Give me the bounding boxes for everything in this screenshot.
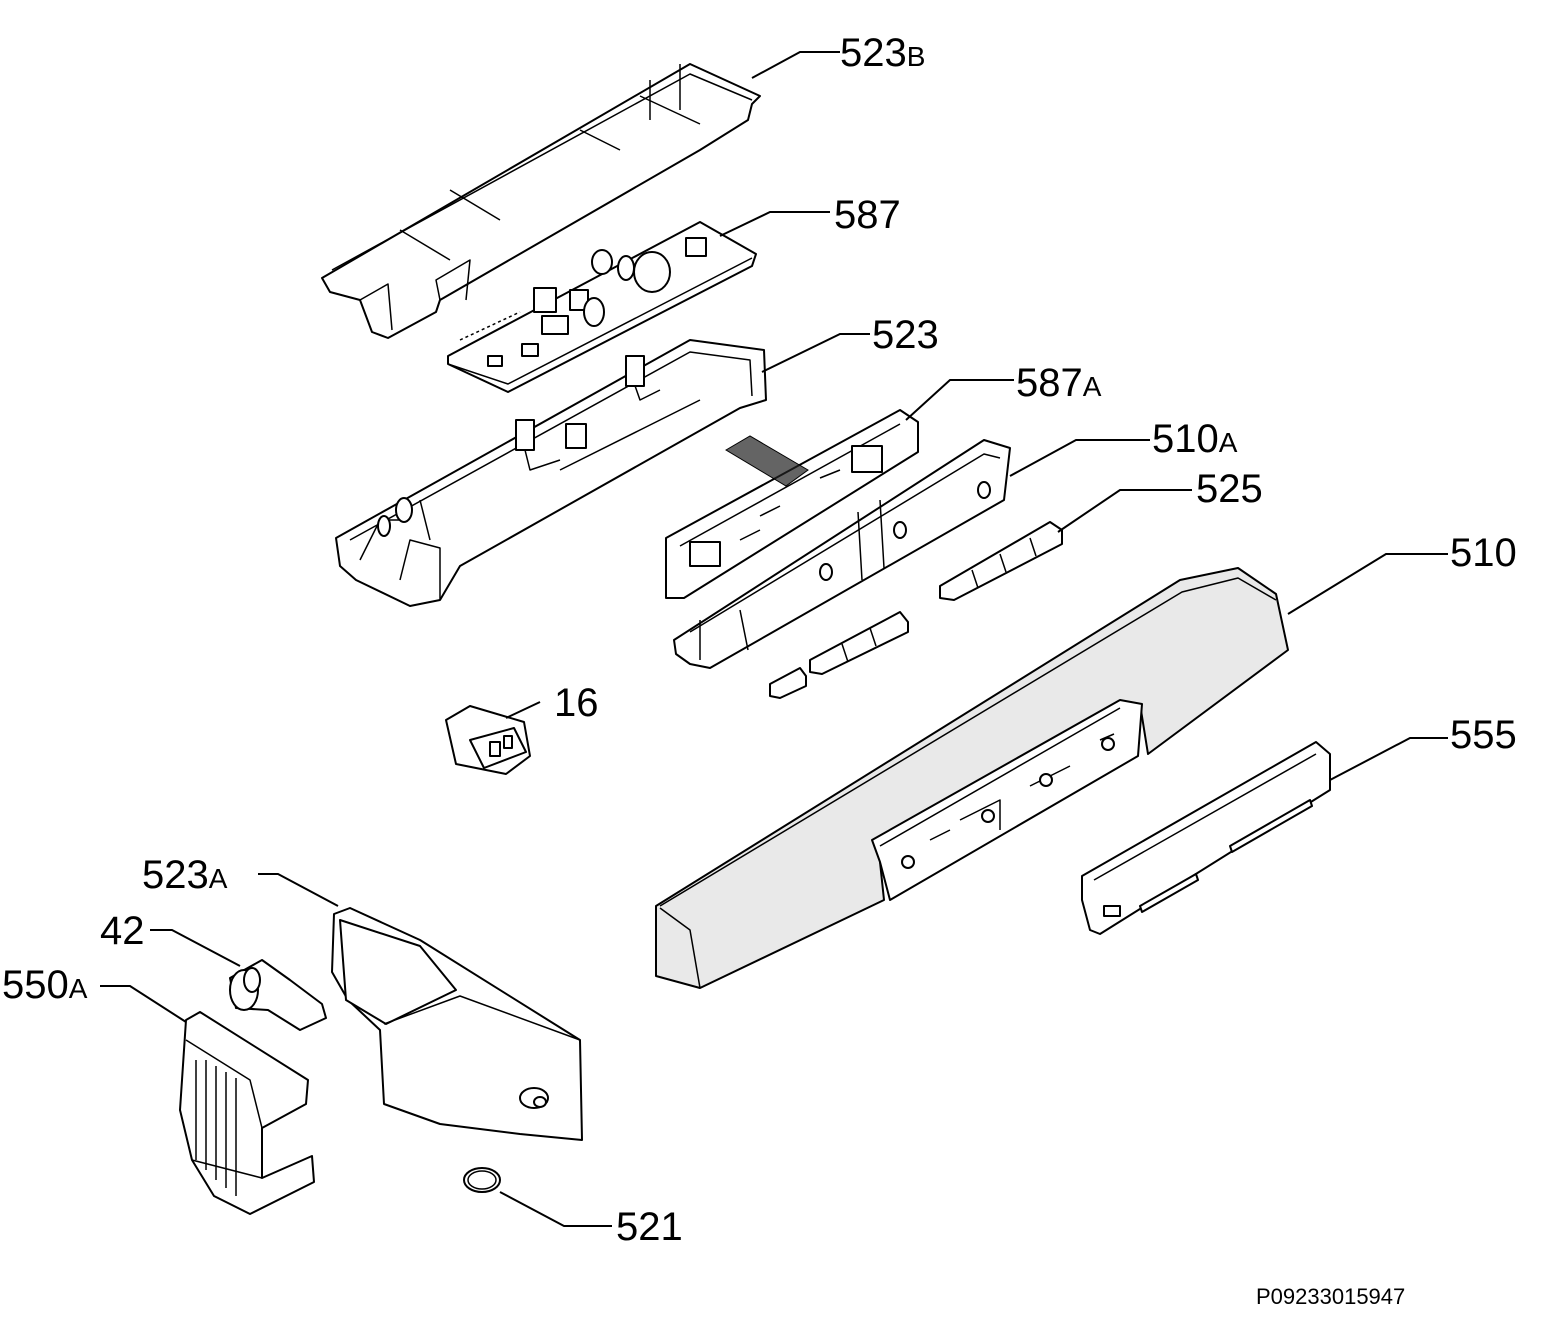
part-587-pcb	[447, 221, 757, 393]
callout-523b: 523B	[840, 31, 925, 75]
callout-525: 525	[1196, 467, 1263, 511]
part-555-strip	[1081, 741, 1331, 935]
part-587a-display-board	[665, 409, 919, 599]
callout-555: 555	[1450, 713, 1517, 757]
callout-523: 523	[872, 313, 939, 357]
part-523b-top-cover	[321, 63, 761, 339]
part-523-housing	[335, 339, 767, 607]
callout-587a: 587A	[1016, 361, 1102, 405]
leader-lines	[100, 51, 1448, 1227]
callout-587: 587	[834, 193, 901, 237]
part-550a-end-cap	[179, 1011, 315, 1215]
part-510-front-panel	[655, 567, 1289, 989]
part-521-ring	[463, 1167, 501, 1193]
part-525-buttons	[769, 521, 1063, 699]
callout-16: 16	[554, 681, 599, 725]
part-523a-end-cap-housing	[331, 907, 583, 1141]
callout-521: 521	[616, 1205, 683, 1249]
callout-42: 42	[100, 909, 145, 953]
callout-510: 510	[1450, 531, 1517, 575]
part-510a-panel-frame	[673, 439, 1011, 669]
callout-510a: 510A	[1152, 417, 1238, 461]
document-id: P09233015947	[1256, 1284, 1405, 1309]
callout-labels: 523B 587 523 587A 510A 525 510 16 555 52…	[2, 31, 1517, 1249]
callout-523a: 523A	[142, 853, 228, 897]
callout-550a: 550A	[2, 963, 88, 1007]
part-42-knob-spindle	[229, 959, 327, 1031]
part-16-switch	[445, 705, 531, 775]
